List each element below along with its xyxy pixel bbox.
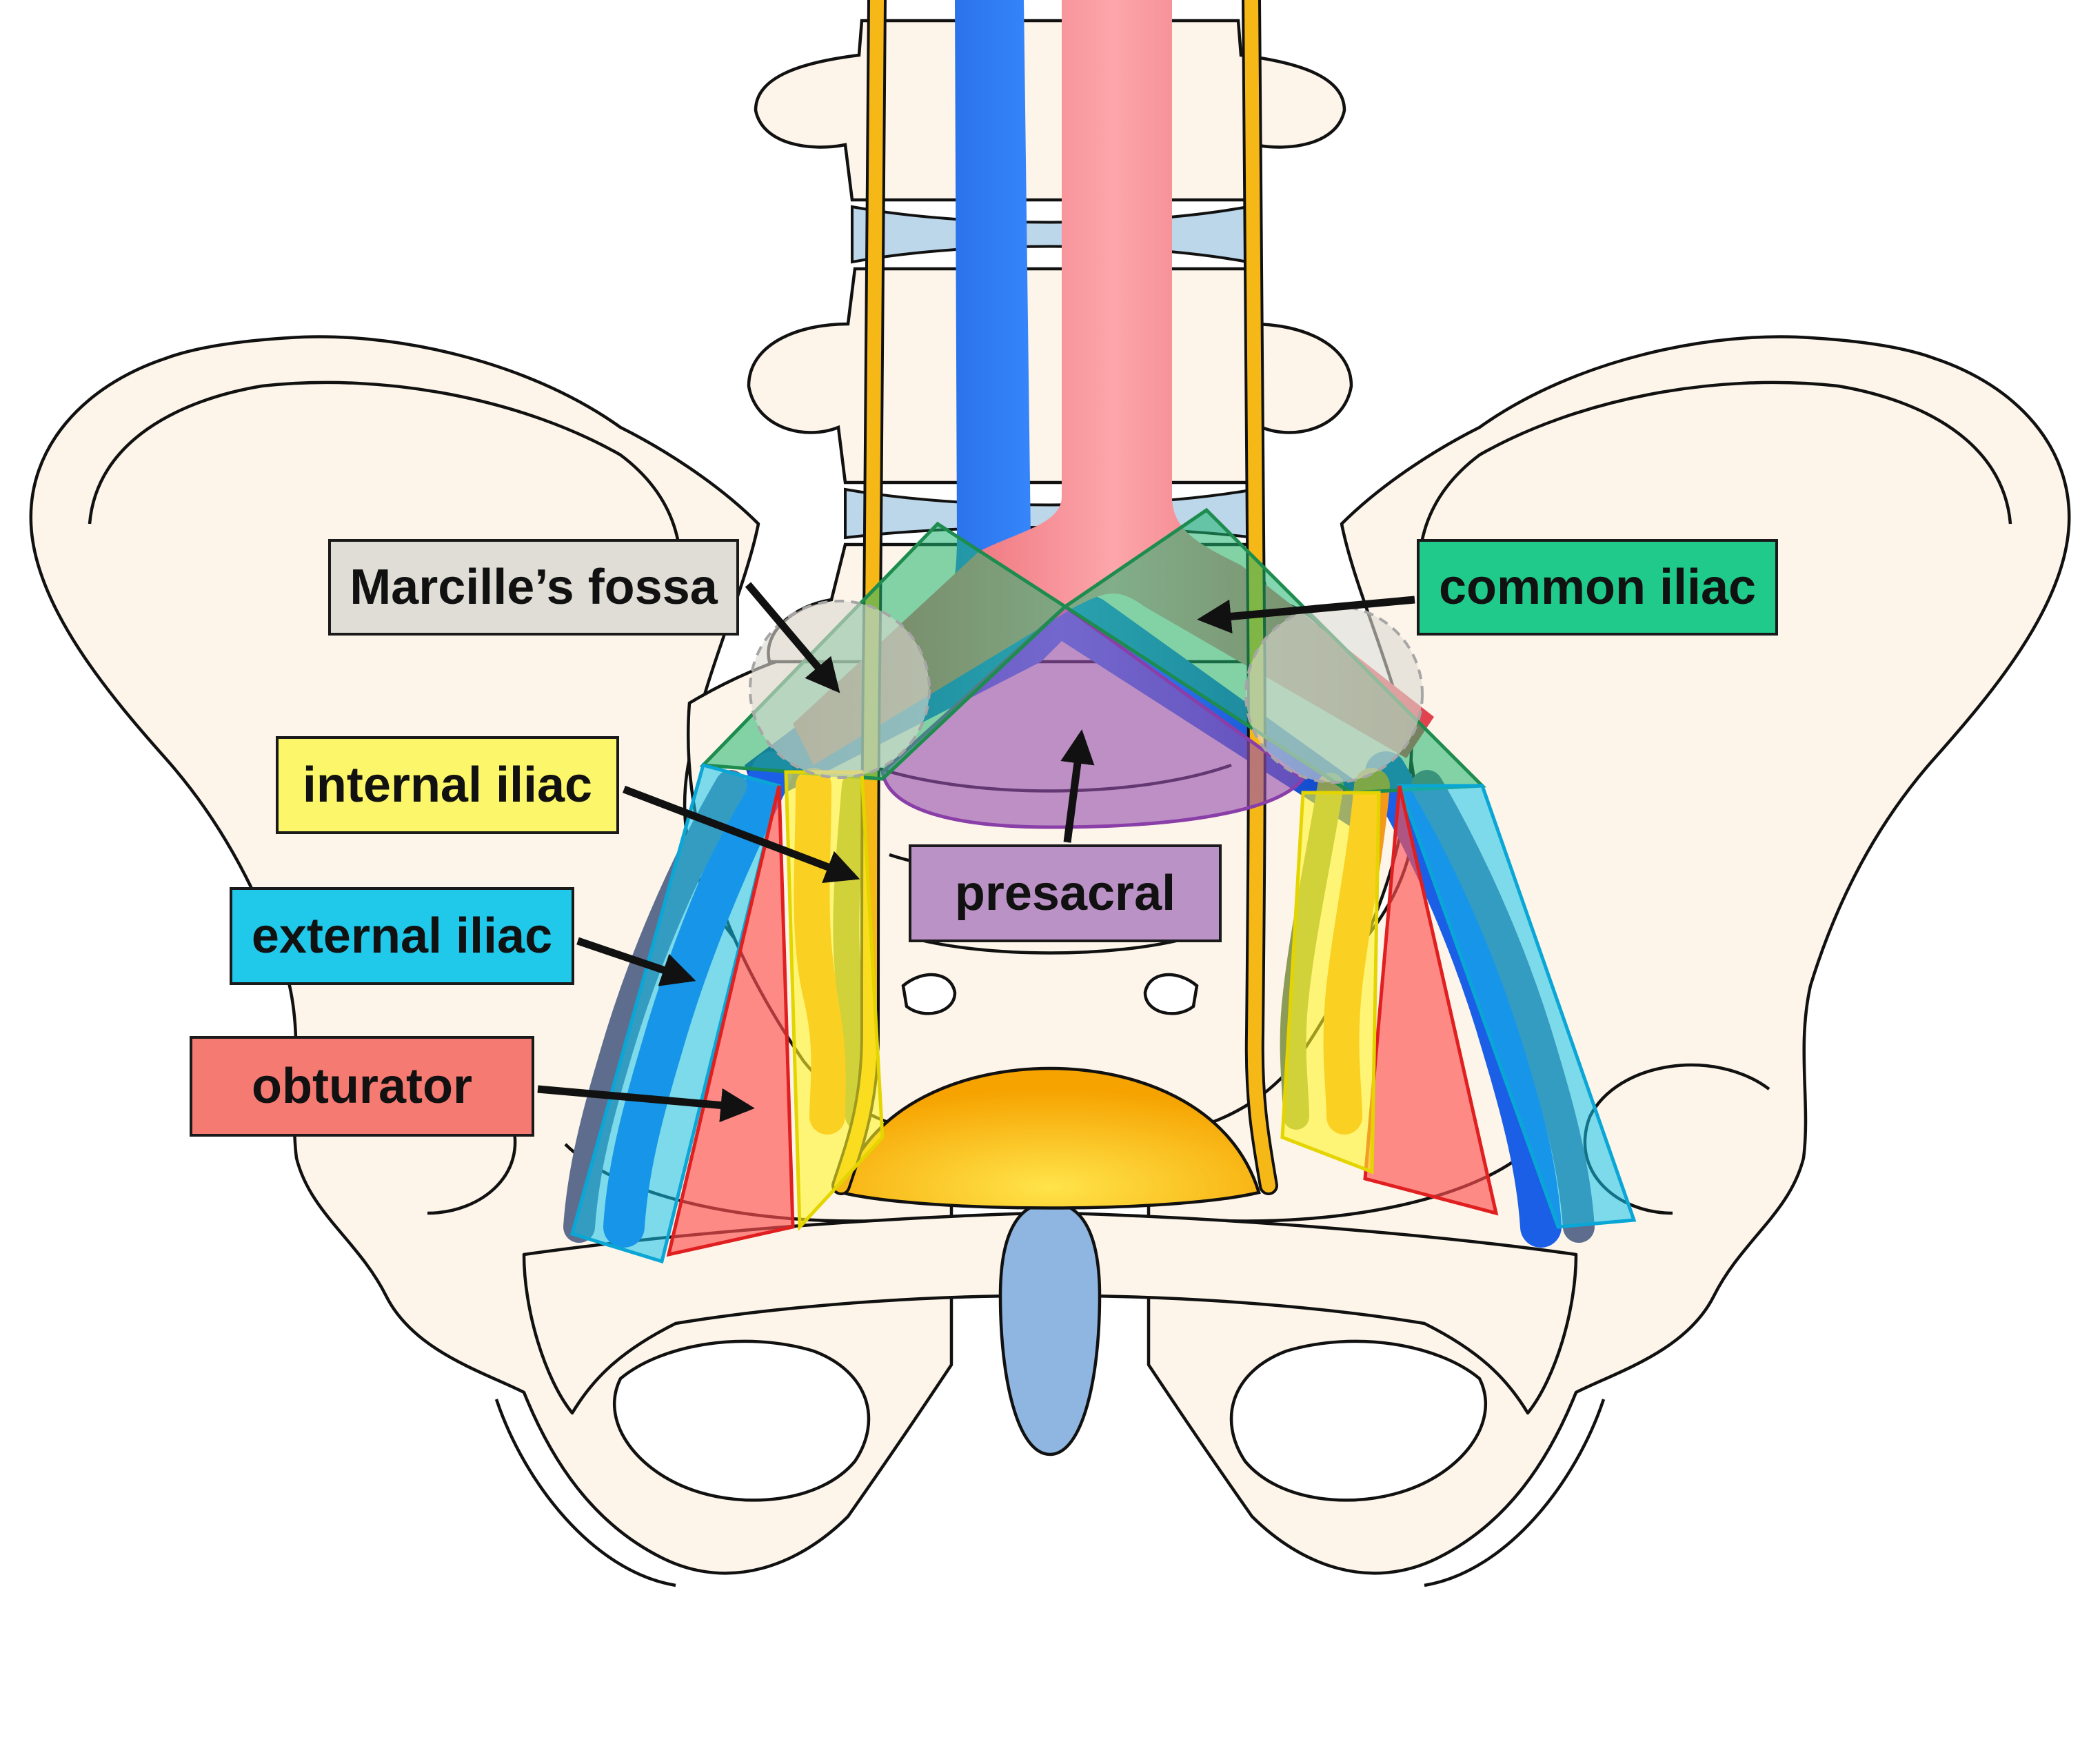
right-internal-iliac-region (1280, 791, 1381, 1175)
bladder (839, 1066, 1261, 1210)
left-obturator-region (666, 785, 795, 1257)
label-obturator: obturator (190, 1036, 534, 1137)
left-obturator-foramen (612, 1339, 871, 1502)
arrow-external-iliac (576, 937, 696, 986)
left-external-iliac-region (569, 762, 782, 1264)
arrow-presacral (1060, 729, 1095, 843)
right-external-iliac-region (1397, 784, 1637, 1229)
lymph-node-regions (569, 507, 1637, 1264)
label-common-iliac: common iliac (1417, 539, 1778, 636)
aorta (793, 0, 1434, 765)
right-marcille-fossa (1244, 605, 1424, 784)
label-internal-iliac: internal iliac (276, 736, 619, 834)
arrow-internal-iliac (623, 785, 860, 884)
presacral-region (880, 604, 1306, 829)
right-obturator-foramen (1229, 1339, 1488, 1502)
label-presacral: presacral (909, 844, 1222, 942)
pubic-symphysis (998, 1201, 1102, 1456)
arrow-marcille (745, 582, 840, 693)
label-external-iliac: external iliac (230, 887, 574, 985)
right-pubic-ramus (1064, 1211, 1578, 1415)
label-marcilles-fossa: Marcille’s fossa (328, 539, 739, 636)
right-obturator-region (1363, 785, 1499, 1216)
arrow-obturator (537, 1085, 755, 1123)
arrow-common-iliac (1197, 596, 1415, 634)
label-arrows (537, 582, 1415, 1123)
left-marcille-fossa (749, 600, 931, 779)
